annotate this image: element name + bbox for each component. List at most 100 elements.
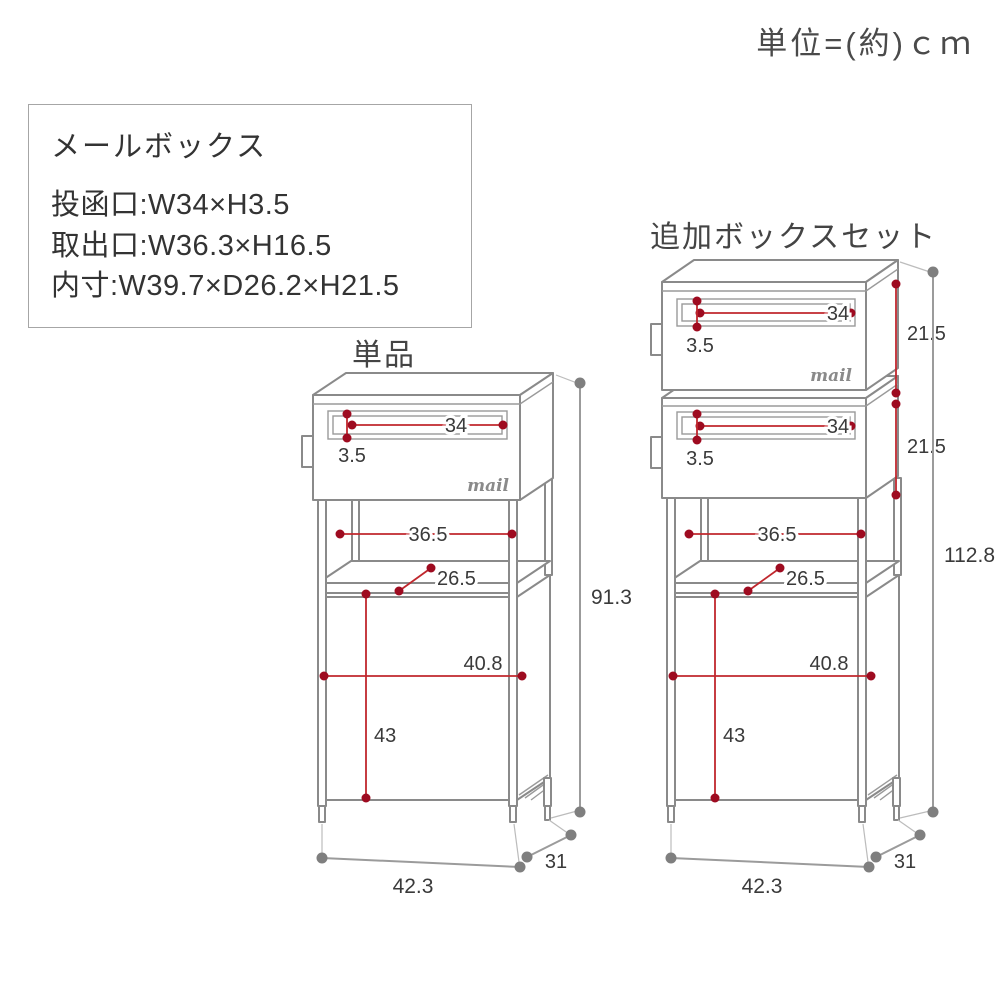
front-left-leg bbox=[317, 499, 327, 807]
dim-dot bbox=[565, 829, 577, 841]
addon-second-mailbox bbox=[650, 375, 899, 499]
dim-label-shelf-depth: 26.5 bbox=[786, 568, 825, 590]
dim-label-shelf-depth: 26.5 bbox=[437, 568, 476, 590]
dim-label-base-width: 42.3 bbox=[393, 875, 434, 898]
leader-line bbox=[862, 823, 869, 863]
dim-dot bbox=[574, 806, 586, 818]
side-latch-tab bbox=[301, 435, 314, 468]
spec-line-outlet: 取出口:W36.3×H16.5 bbox=[51, 229, 332, 262]
mail-logo-text: mail bbox=[810, 366, 852, 386]
dim-label-panel-width: 40.8 bbox=[810, 653, 849, 675]
dim-label-panel-width: 40.8 bbox=[464, 653, 503, 675]
shelf-front-rail bbox=[666, 582, 867, 594]
dim-dot bbox=[426, 563, 436, 573]
mailbox-right-face bbox=[519, 372, 554, 501]
dim-dot bbox=[692, 409, 702, 419]
dim-dot bbox=[692, 435, 702, 445]
single-unit-label: 単品 bbox=[352, 339, 416, 372]
dim-line-shelf-depth bbox=[747, 567, 781, 592]
lower-panel-side bbox=[516, 574, 551, 801]
dim-line-base-depth bbox=[875, 834, 921, 858]
single-mailbox-body: mail bbox=[301, 372, 554, 501]
dim-dot bbox=[521, 851, 533, 863]
addon-stand bbox=[666, 477, 902, 823]
lid-seam-side bbox=[865, 383, 899, 407]
dim-dot bbox=[394, 586, 404, 596]
lower-panel bbox=[317, 596, 518, 801]
dim-label-base-width: 42.3 bbox=[742, 875, 783, 898]
single-unit-drawing: mail 34 3.5 36.5 26.5 bbox=[301, 372, 635, 901]
dim-label-second-slot-height: 3.5 bbox=[686, 448, 714, 470]
lid-seam-side bbox=[519, 381, 554, 405]
dim-dot bbox=[517, 671, 527, 681]
dim-dot bbox=[514, 861, 526, 873]
dim-label-second-box-height: 21.5 bbox=[907, 436, 946, 458]
dim-dot bbox=[361, 793, 371, 803]
dim-dot bbox=[914, 829, 926, 841]
dim-dot bbox=[498, 420, 508, 430]
dim-label-top-box-height: 21.5 bbox=[907, 323, 946, 345]
lower-panel-side bbox=[865, 574, 900, 801]
addon-set-label: 追加ボックスセット bbox=[650, 221, 938, 254]
dim-label-second-slot-width: 34 bbox=[827, 416, 849, 438]
dim-dot bbox=[863, 861, 875, 873]
dim-label-top-slot-height: 3.5 bbox=[686, 335, 714, 357]
dim-dot bbox=[866, 671, 876, 681]
back-right-leg-lower bbox=[543, 777, 552, 807]
addon-gray-dimensions: 112.8 42.3 31 bbox=[665, 261, 998, 901]
addon-top-mailbox: mail bbox=[650, 259, 899, 391]
side-latch-tab bbox=[650, 436, 663, 469]
dim-dot bbox=[342, 409, 352, 419]
dim-dot bbox=[870, 851, 882, 863]
dim-dot bbox=[574, 377, 586, 389]
dim-dot bbox=[668, 671, 678, 681]
dim-dot bbox=[846, 421, 856, 431]
dim-dot bbox=[684, 529, 694, 539]
dim-dot bbox=[342, 433, 352, 443]
dim-label-total-height: 112.8 bbox=[944, 544, 995, 567]
dim-dot bbox=[891, 399, 901, 409]
dim-line-base-depth bbox=[526, 834, 572, 858]
dim-dot bbox=[743, 586, 753, 596]
dim-dot bbox=[710, 589, 720, 599]
single-stand bbox=[317, 477, 553, 823]
leg-foot bbox=[509, 805, 517, 823]
single-red-dimensions: 34 3.5 36.5 26.5 40.8 bbox=[319, 409, 527, 803]
dim-dot bbox=[927, 806, 939, 818]
mail-logo-text: mail bbox=[467, 476, 509, 496]
dim-dot bbox=[347, 420, 357, 430]
mailbox-top-face bbox=[661, 259, 899, 283]
dim-label-total-height: 91.3 bbox=[591, 586, 632, 609]
leader-line bbox=[548, 819, 570, 835]
dim-line-shelf-depth bbox=[398, 567, 432, 592]
lower-panel bbox=[666, 596, 867, 801]
dim-label-top-slot-width: 34 bbox=[827, 303, 849, 325]
front-left-leg bbox=[666, 497, 676, 807]
dim-dot bbox=[710, 793, 720, 803]
dim-dot bbox=[891, 490, 901, 500]
dim-label-base-depth: 31 bbox=[545, 851, 567, 873]
dim-dot bbox=[846, 308, 856, 318]
front-right-leg bbox=[508, 499, 518, 807]
leader-line bbox=[899, 810, 931, 819]
dim-label-panel-height: 43 bbox=[723, 725, 745, 747]
dim-dot bbox=[692, 322, 702, 332]
dim-dot bbox=[891, 279, 901, 289]
dim-dot bbox=[775, 563, 785, 573]
dim-dot bbox=[507, 529, 517, 539]
dim-dot bbox=[316, 852, 328, 864]
dim-line-base-width bbox=[321, 857, 521, 868]
shelf-front-rail bbox=[317, 582, 518, 594]
leader-line bbox=[897, 819, 919, 835]
dim-dot bbox=[692, 296, 702, 306]
mailbox-top-face bbox=[312, 372, 554, 396]
dim-label-shelf-width: 36.5 bbox=[758, 524, 797, 546]
leader-line bbox=[513, 823, 520, 863]
dim-label-panel-height: 43 bbox=[374, 725, 396, 747]
leg-foot bbox=[893, 805, 900, 821]
spec-line-slot: 投函口:W34×H3.5 bbox=[51, 189, 290, 221]
spec-title: メールボックス bbox=[51, 131, 268, 163]
dim-dot bbox=[927, 266, 939, 278]
